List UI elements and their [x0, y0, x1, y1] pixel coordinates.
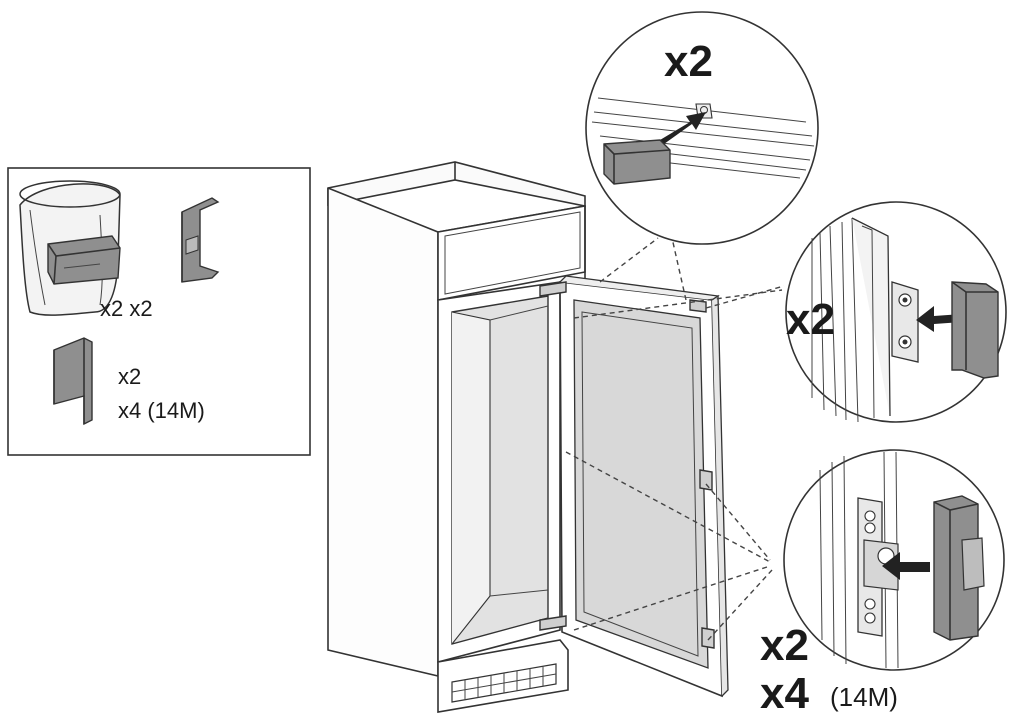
clip-part-icon: [53, 337, 93, 426]
hinge-plate: [891, 281, 919, 363]
arrow-icon: [916, 306, 962, 332]
leader-lines: [565, 237, 785, 641]
detail-top-quantity: x2: [664, 37, 713, 86]
detail-bottom-quantity-note: (14M): [830, 682, 898, 712]
bag-quantity-label: x2 x2: [100, 296, 153, 321]
hinge-cover-part-icon: [951, 281, 999, 379]
ventilation-grille: [451, 663, 557, 703]
detail-bottom-quantity-1: x2: [760, 621, 809, 670]
cabinet-illustration: [327, 161, 729, 713]
plastic-bag-icon: [19, 180, 121, 316]
clip-quantity-label-1: x2: [118, 364, 141, 389]
clip-quantity-label-2: x4 (14M): [118, 398, 205, 423]
hinge-cover-part-icon: [181, 197, 220, 283]
parts-box: x2 x2 x2 x4 (14M): [7, 167, 311, 456]
clip-part-icon: [933, 495, 985, 641]
open-door: [539, 275, 729, 698]
arrow-icon: [660, 112, 706, 144]
detail-bottom-quantity-2: x4: [760, 669, 809, 718]
detail-circle-middle: x2: [785, 201, 1007, 423]
detail-circle-top: x2: [585, 11, 819, 245]
detail-circle-bottom: x2 x4 (14M): [760, 449, 1005, 718]
detail-middle-quantity: x2: [786, 295, 835, 344]
cap-part-icon: [603, 139, 671, 185]
arrow-icon: [882, 552, 930, 580]
